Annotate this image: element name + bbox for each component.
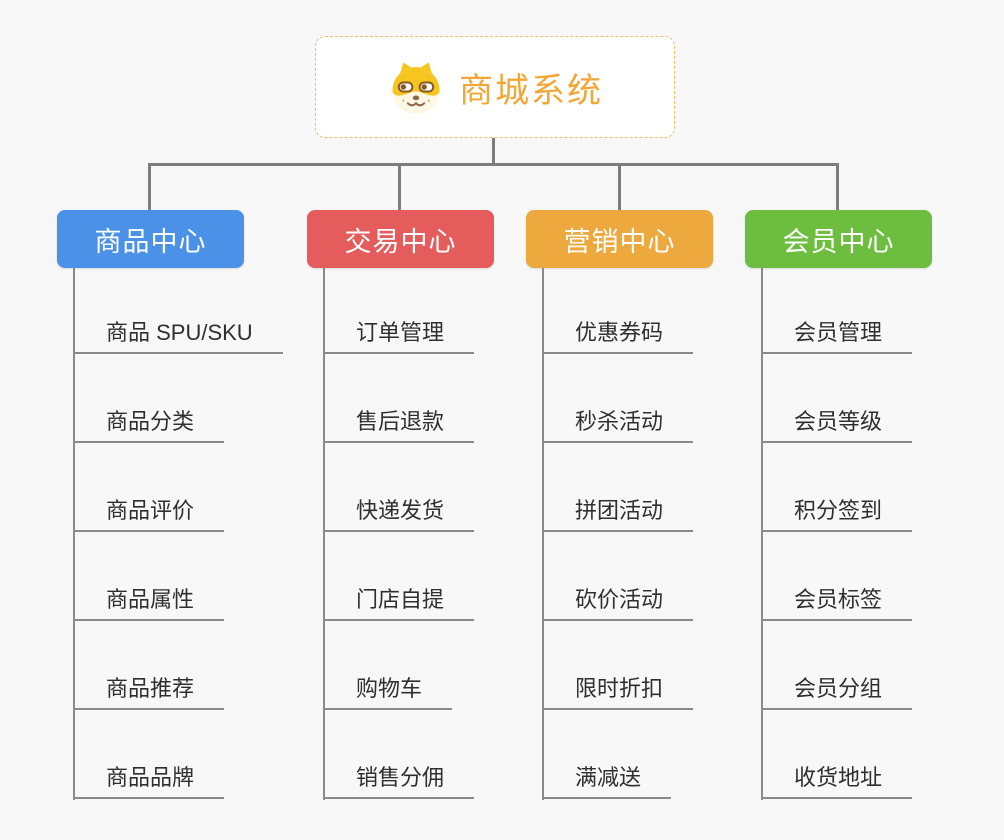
connector-branch-drop [836,163,839,210]
leaf-topic[interactable]: 优惠券码 [542,314,694,354]
branch-topic[interactable]: 营销中心 [526,210,713,268]
leaf-topic[interactable]: 积分签到 [761,492,913,532]
leaf-topic[interactable]: 砍价活动 [542,581,694,621]
leaf-topic[interactable]: 会员分组 [761,670,913,710]
leaf-topic[interactable]: 商品评价 [73,492,225,532]
leaf-topic[interactable]: 快递发货 [323,492,475,532]
root-topic[interactable]: 商城系统 [315,36,675,138]
connector-column-trunk [542,268,544,800]
connector-column-trunk [323,268,325,800]
connector-column-trunk [761,268,763,800]
leaf-topic[interactable]: 会员等级 [761,403,913,443]
leaf-topic[interactable]: 商品推荐 [73,670,225,710]
leaf-topic[interactable]: 秒杀活动 [542,403,694,443]
leaf-topic[interactable]: 商品分类 [73,403,225,443]
leaf-topic[interactable]: 拼团活动 [542,492,694,532]
leaf-topic[interactable]: 限时折扣 [542,670,694,710]
leaf-topic[interactable]: 会员标签 [761,581,913,621]
dog-face-icon [392,62,440,115]
leaf-topic[interactable]: 销售分佣 [323,759,475,799]
leaf-topic[interactable]: 售后退款 [323,403,475,443]
connector-column-trunk [73,268,75,800]
connector-branch-drop [398,163,401,210]
connector-branch-drop [148,163,151,210]
branch-topic[interactable]: 商品中心 [57,210,244,268]
leaf-topic[interactable]: 商品品牌 [73,759,225,799]
leaf-topic[interactable]: 满减送 [542,759,672,799]
leaf-topic[interactable]: 订单管理 [323,314,475,354]
leaf-topic[interactable]: 收货地址 [761,759,913,799]
leaf-topic[interactable]: 购物车 [323,670,453,710]
leaf-topic[interactable]: 门店自提 [323,581,475,621]
connector-branch-drop [618,163,621,210]
branch-topic[interactable]: 交易中心 [307,210,494,268]
leaf-topic[interactable]: 商品属性 [73,581,225,621]
connector-root-stem [492,138,495,165]
connector-rail [148,163,839,166]
branch-topic[interactable]: 会员中心 [745,210,932,268]
leaf-topic[interactable]: 会员管理 [761,314,913,354]
leaf-topic[interactable]: 商品 SPU/SKU [73,314,283,354]
root-topic-label: 商城系统 [459,71,603,110]
